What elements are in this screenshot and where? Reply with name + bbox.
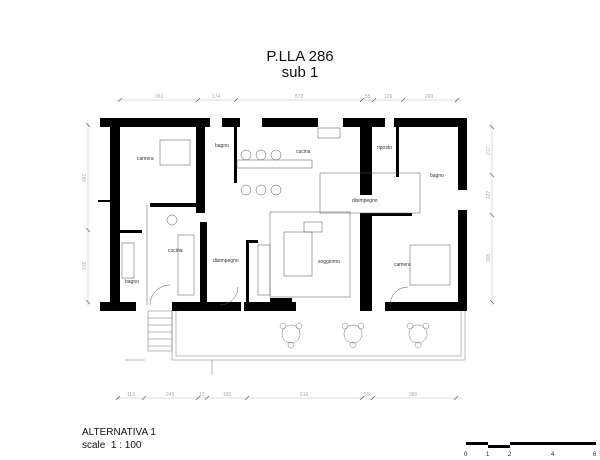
room-bagno-left: bagno bbox=[125, 279, 139, 285]
interior-lines bbox=[121, 127, 451, 306]
terrace bbox=[125, 310, 466, 375]
dim-bottom: 116 bbox=[127, 392, 135, 398]
dim-top: 174 bbox=[212, 94, 221, 100]
dim-left: 481 bbox=[82, 173, 88, 182]
dim-left: 316 bbox=[82, 261, 88, 270]
dim-bottom: 380 bbox=[409, 392, 418, 398]
walls bbox=[98, 118, 467, 311]
dim-top: 55 bbox=[365, 94, 371, 100]
scale-tick: 1 bbox=[486, 452, 490, 458]
room-cucina-left: cucina bbox=[168, 248, 183, 254]
scale-label: scale 1 : 100 bbox=[82, 440, 142, 451]
dim-bottom: 55 bbox=[364, 392, 370, 398]
room-disimpegno-right: disimpegno bbox=[352, 198, 378, 204]
scale-bar: 0 1 2 4 6 bbox=[464, 442, 597, 458]
dim-right: 305 bbox=[486, 253, 492, 262]
plan-subtitle: sub 1 bbox=[281, 64, 319, 81]
dim-bottom: 516 bbox=[300, 392, 309, 398]
room-disimpegno-left: disimpegno bbox=[213, 258, 239, 264]
scale-tick: 0 bbox=[464, 452, 468, 458]
room-bagno-top: bagno bbox=[215, 143, 229, 149]
room-cucina-main: cucina bbox=[296, 149, 311, 155]
alternative-label: ALTERNATIVA 1 bbox=[82, 427, 156, 438]
dim-right: 187 bbox=[486, 190, 492, 199]
scale-tick: 4 bbox=[551, 452, 555, 458]
room-bagno-right: bagno bbox=[430, 173, 444, 179]
dim-right: 217 bbox=[486, 146, 492, 155]
dim-top: 361 bbox=[155, 94, 164, 100]
scale-tick: 2 bbox=[508, 452, 512, 458]
dim-bottom: 13 bbox=[199, 392, 205, 398]
dim-top: 573 bbox=[295, 94, 304, 100]
room-camera-right: camera bbox=[394, 262, 411, 268]
dim-bottom: 245 bbox=[166, 392, 175, 398]
room-labels: camera bagno cucina riposto bagno disimp… bbox=[125, 143, 444, 285]
dimension-lines bbox=[85, 97, 495, 401]
plan-title: P.LLA 286 bbox=[266, 48, 334, 65]
room-riposto: riposto bbox=[377, 145, 392, 151]
dimension-labels: 361 174 573 55 129 249 116 245 13 183 51… bbox=[82, 94, 492, 398]
scale-tick: 6 bbox=[593, 452, 597, 458]
dim-top: 249 bbox=[425, 94, 434, 100]
dim-top: 129 bbox=[384, 94, 393, 100]
room-soggiorno: soggiorno bbox=[318, 259, 340, 265]
room-camera-left: camera bbox=[137, 156, 154, 162]
dim-bottom: 183 bbox=[223, 392, 232, 398]
